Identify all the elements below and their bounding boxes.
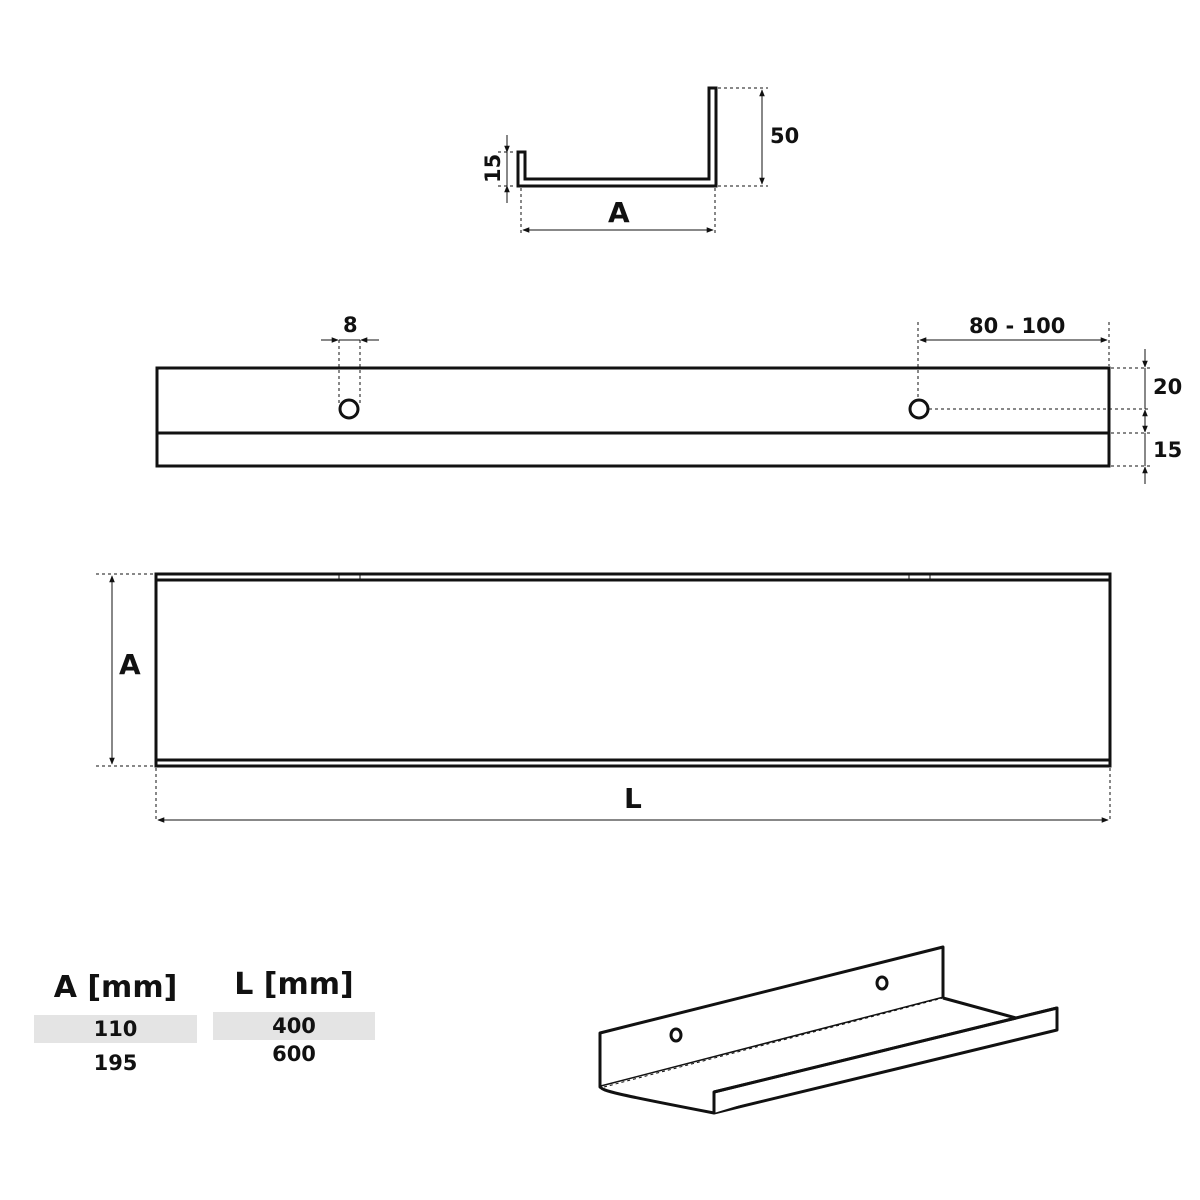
size-value-l-2: 600 xyxy=(272,1042,316,1066)
profile-view: 50 15 A xyxy=(481,86,799,234)
size-value-l-1: 400 xyxy=(213,1012,375,1040)
dim-length-l: L xyxy=(624,782,642,815)
column-header-a: A [mm] xyxy=(53,970,178,1005)
dim-hole-diameter: 8 xyxy=(343,313,358,337)
top-panel xyxy=(154,572,1112,768)
top-view: A L xyxy=(96,572,1112,823)
mounting-hole-left xyxy=(338,398,360,420)
profile-section xyxy=(516,86,718,188)
front-view: 8 80 - 100 20 15 xyxy=(155,313,1182,484)
size-column-a: A [mm] 110 195 xyxy=(34,968,197,1077)
mounting-hole-right xyxy=(908,398,930,420)
dim-depth-a: A xyxy=(119,648,141,681)
dim-height-front: 50 xyxy=(770,124,799,148)
isometric-view xyxy=(598,945,1059,1115)
iso-hole-right xyxy=(875,975,889,991)
dim-height-lip: 15 xyxy=(481,154,505,183)
dim-hole-height: 20 xyxy=(1153,375,1182,399)
front-panel xyxy=(155,366,1111,468)
column-header-l: L [mm] xyxy=(234,967,354,1002)
iso-hole-left xyxy=(669,1027,683,1043)
dim-hole-offset: 80 - 100 xyxy=(969,314,1065,338)
size-column-l: L [mm] 400 600 xyxy=(213,965,375,1068)
dim-width-a: A xyxy=(608,196,630,229)
size-value-a-1: 110 xyxy=(34,1015,197,1043)
size-value-a-2: 195 xyxy=(93,1051,138,1075)
dim-lip-height: 15 xyxy=(1153,438,1182,462)
